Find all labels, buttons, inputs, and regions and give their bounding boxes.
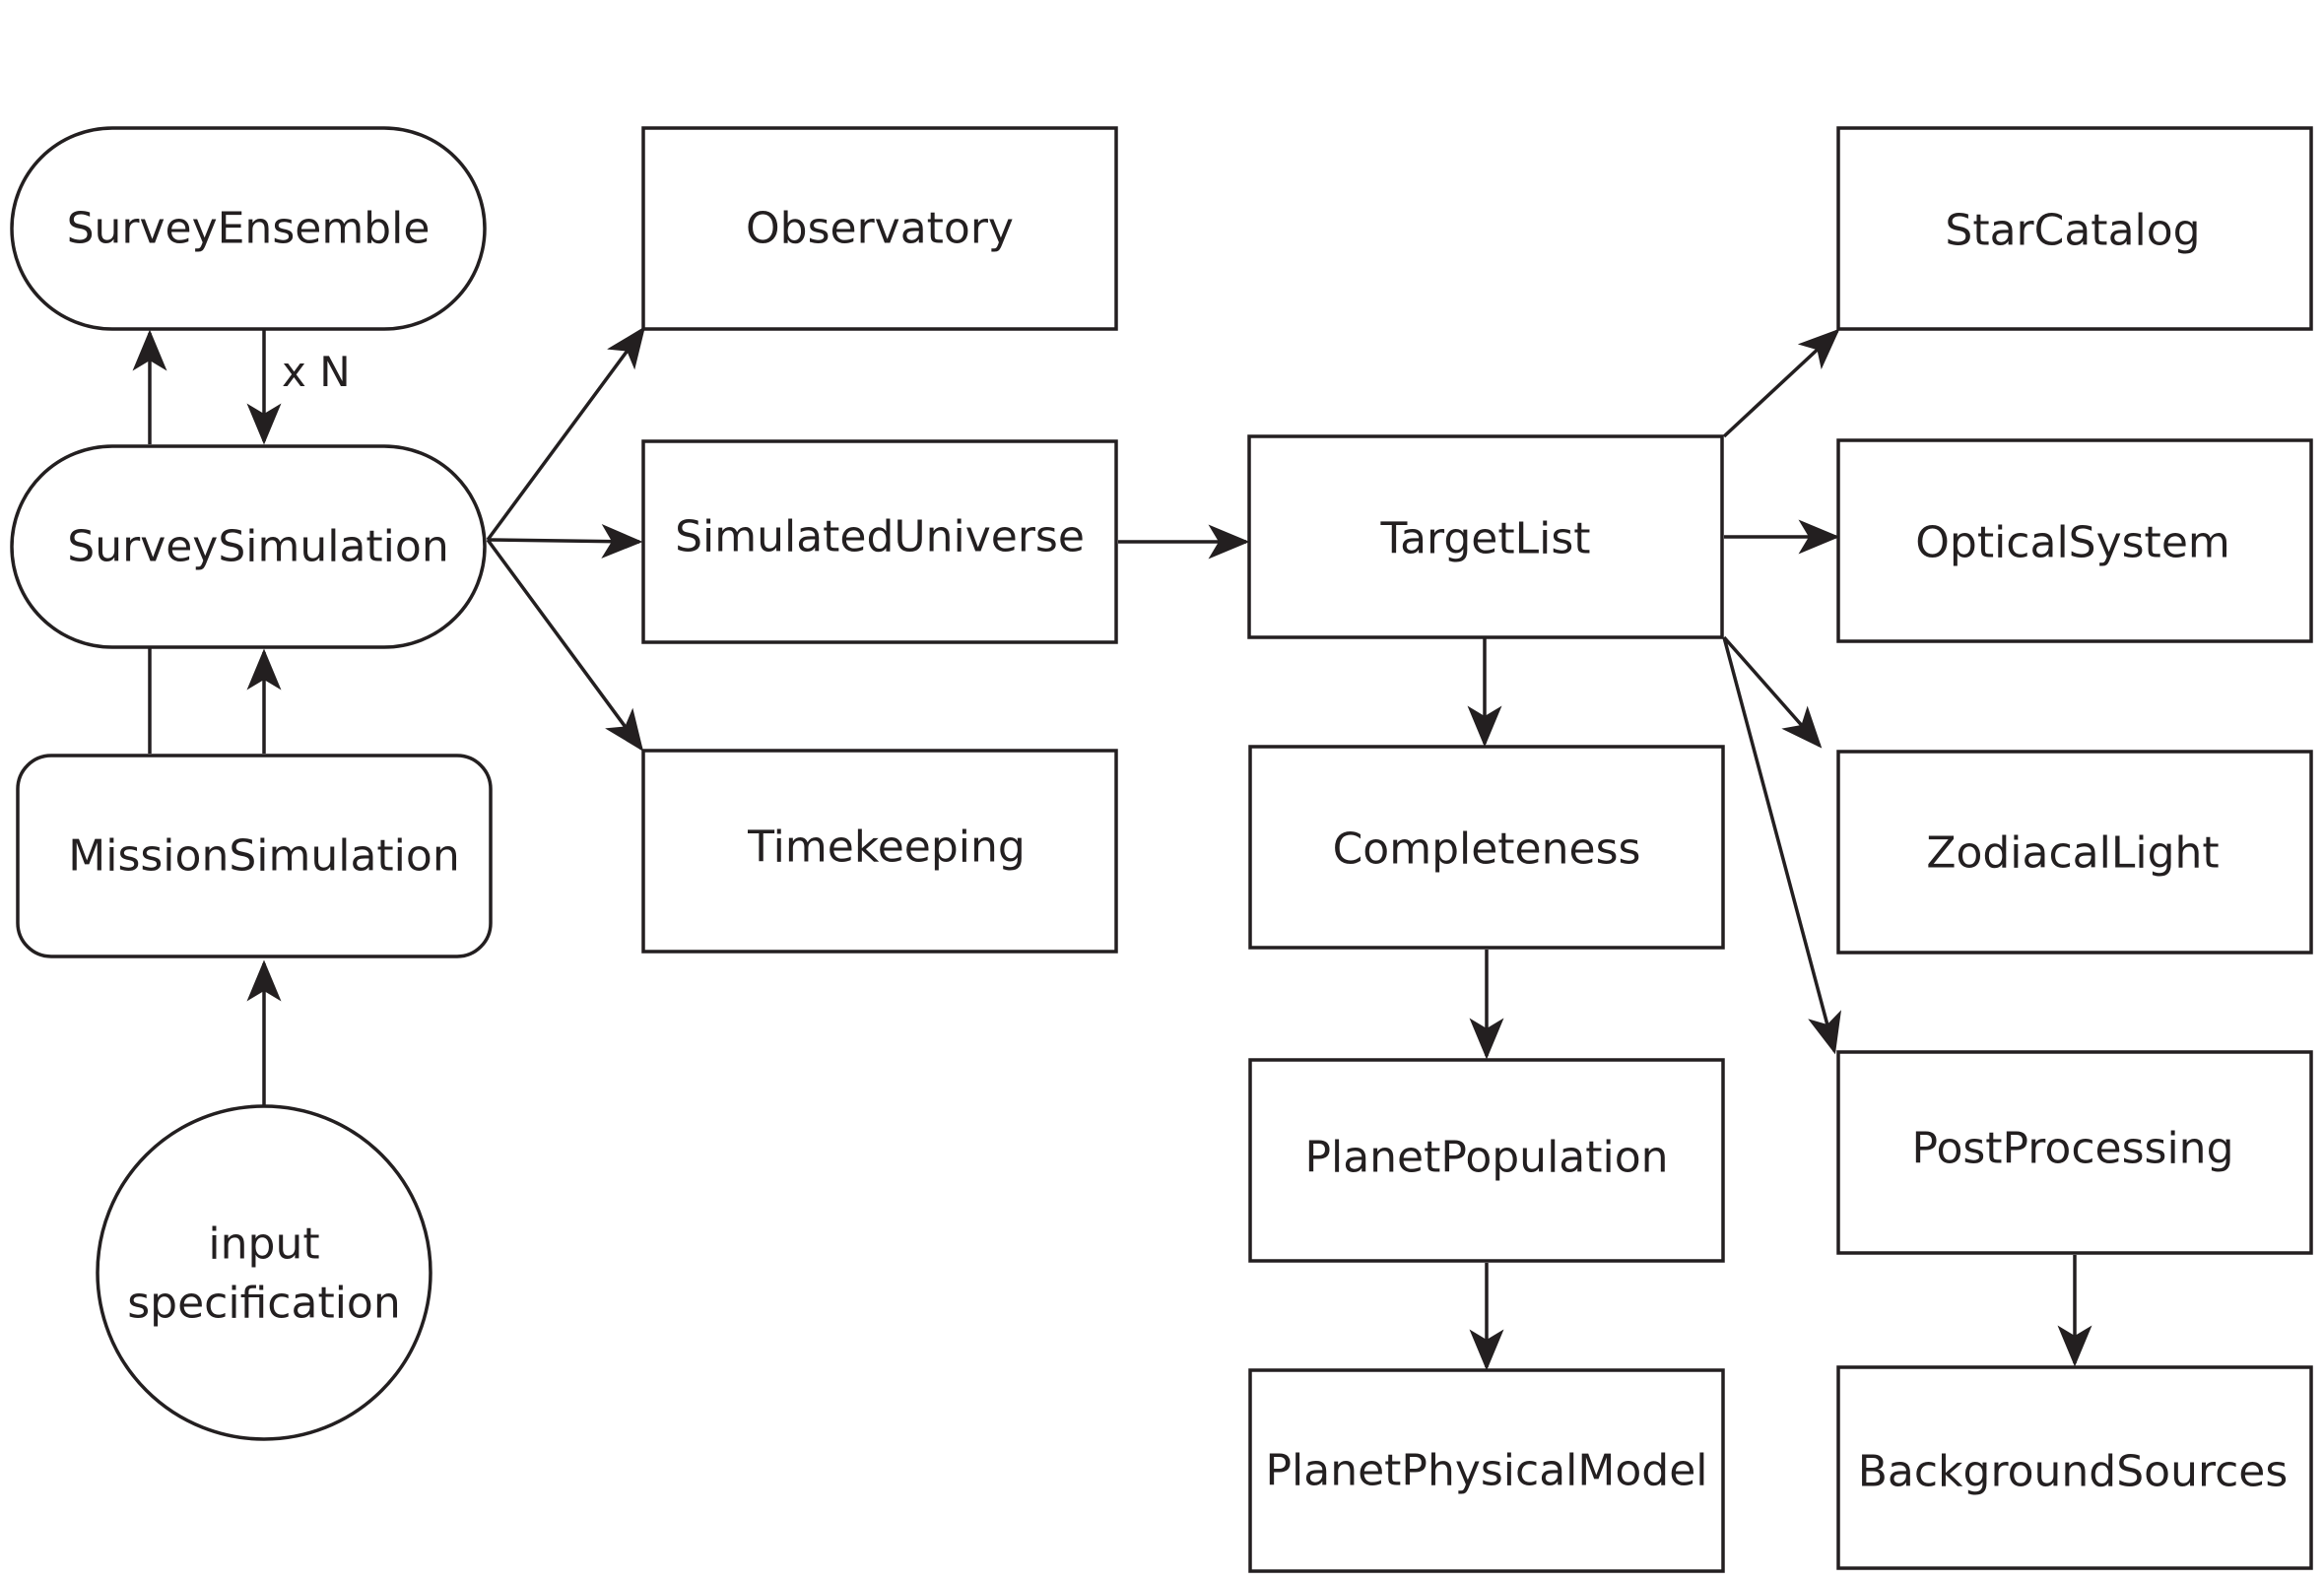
node-label: PlanetPopulation: [1304, 1133, 1668, 1183]
node-label-line-1: input: [208, 1219, 319, 1270]
node-mission-simulation: MissionSimulation: [16, 754, 493, 958]
node-label: StarCatalog: [1945, 206, 2200, 256]
edge-target-list-to-zodiacal-light: [1722, 635, 1823, 749]
node-optical-system: OpticalSystem: [1836, 438, 2313, 643]
node-label: ZodiacalLight: [1926, 828, 2219, 879]
edge-target-list-to-star-catalog: [1722, 328, 1840, 438]
node-survey-ensemble: SurveyEnsemble: [10, 126, 487, 331]
node-label: MissionSimulation: [68, 831, 459, 882]
node-label: OpticalSystem: [1915, 518, 2230, 568]
node-planet-physical-model: PlanetPhysicalModel: [1248, 1368, 1725, 1573]
node-post-processing: PostProcessing: [1836, 1050, 2313, 1255]
node-completeness: Completeness: [1248, 745, 1725, 950]
node-label: SurveySimulation: [67, 522, 448, 572]
node-timekeeping: Timekeeping: [641, 749, 1118, 954]
node-planet-population: PlanetPopulation: [1248, 1058, 1725, 1263]
node-label: SimulatedUniverse: [675, 512, 1085, 562]
node-label: PostProcessing: [1911, 1124, 2233, 1174]
node-simulated-universe: SimulatedUniverse: [641, 439, 1118, 644]
node-input-specification: input specification: [96, 1104, 432, 1441]
node-survey-simulation: SurveySimulation: [10, 444, 487, 649]
node-label: TargetList: [1379, 514, 1590, 564]
edge-simulation-to-simulated-universe: [487, 524, 643, 559]
node-label: BackgroundSources: [1858, 1447, 2289, 1497]
node-label-line-2: specification: [127, 1279, 401, 1329]
node-zodiacal-light: ZodiacalLight: [1836, 750, 2313, 955]
node-background-sources: BackgroundSources: [1836, 1365, 2313, 1570]
node-label: Timekeeping: [747, 823, 1026, 873]
edge-simulation-to-timekeeping: [486, 538, 644, 752]
node-label: Completeness: [1333, 824, 1641, 875]
node-observatory: Observatory: [641, 126, 1118, 331]
edge-label-x-n: x N: [282, 348, 351, 396]
node-label: SurveyEnsemble: [67, 204, 431, 254]
edge-target-list-to-post-processing: [1722, 636, 1841, 1055]
node-star-catalog: StarCatalog: [1836, 126, 2313, 331]
node-label: PlanetPhysicalModel: [1265, 1446, 1707, 1496]
edge-simulation-to-observatory: [486, 326, 646, 542]
edges: x N: [132, 326, 2092, 1371]
node-label: Observatory: [746, 204, 1014, 254]
node-target-list: TargetList: [1247, 434, 1724, 639]
